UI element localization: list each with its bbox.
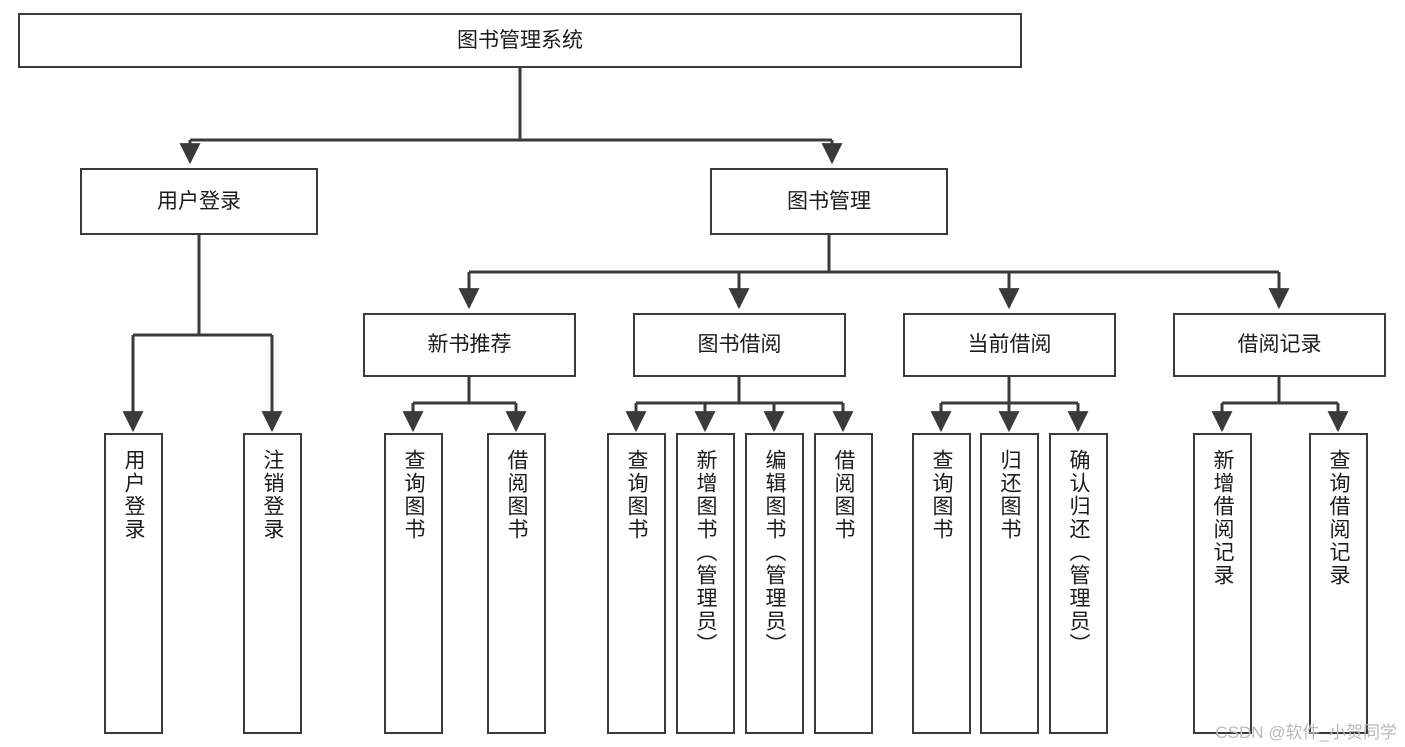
leaf-borrow-borrow-book[interactable]: 借阅图书 — [814, 433, 873, 734]
node-label: 新增图书（管理员） — [694, 449, 717, 656]
leaf-borrow-query-book[interactable]: 查询图书 — [607, 433, 666, 734]
leaf-recommend-query-book[interactable]: 查询图书 — [384, 433, 443, 734]
node-label: 图书借阅 — [697, 333, 782, 357]
node-label: 图书管理 — [787, 189, 871, 213]
node-label: 借阅图书 — [832, 449, 855, 541]
node-label: 查询图书 — [930, 449, 953, 541]
leaf-recommend-borrow-book[interactable]: 借阅图书 — [487, 433, 546, 734]
node-root-system[interactable]: 图书管理系统 — [18, 13, 1022, 68]
leaf-records-add-record[interactable]: 新增借阅记录 — [1193, 433, 1252, 734]
node-current-borrow[interactable]: 当前借阅 — [903, 313, 1116, 377]
leaf-current-query-book[interactable]: 查询图书 — [912, 433, 971, 734]
node-label: 新增借阅记录 — [1211, 449, 1234, 587]
node-label: 查询图书 — [402, 449, 425, 541]
node-book-management[interactable]: 图书管理 — [710, 168, 948, 235]
node-new-book-recommend[interactable]: 新书推荐 — [363, 313, 576, 377]
node-label: 当前借阅 — [967, 333, 1052, 357]
node-label: 注销登录 — [261, 449, 284, 541]
node-label: 借阅记录 — [1237, 333, 1322, 357]
node-label: 新书推荐 — [427, 333, 512, 357]
node-label: 确认归还（管理员） — [1067, 449, 1090, 656]
node-label: 归还图书 — [998, 449, 1021, 541]
csdn-watermark: CSDN @软件_小贺同学 — [1215, 723, 1397, 742]
node-label: 查询图书 — [625, 449, 648, 541]
node-label: 查询借阅记录 — [1327, 449, 1350, 587]
leaf-records-query-record[interactable]: 查询借阅记录 — [1309, 433, 1368, 734]
leaf-borrow-add-book[interactable]: 新增图书（管理员） — [676, 433, 735, 734]
node-label: 图书管理系统 — [457, 28, 583, 52]
node-borrow-records[interactable]: 借阅记录 — [1173, 313, 1386, 377]
node-label: 编辑图书（管理员） — [763, 449, 786, 656]
leaf-current-return-book[interactable]: 归还图书 — [980, 433, 1039, 734]
node-user-login[interactable]: 用户登录 — [80, 168, 318, 235]
node-label: 用户登录 — [157, 189, 241, 213]
leaf-borrow-edit-book[interactable]: 编辑图书（管理员） — [745, 433, 804, 734]
leaf-user-login-logout[interactable]: 注销登录 — [243, 433, 302, 734]
node-label: 借阅图书 — [505, 449, 528, 541]
node-label: 用户登录 — [122, 449, 145, 541]
leaf-user-login-login[interactable]: 用户登录 — [104, 433, 163, 734]
leaf-current-confirm-return[interactable]: 确认归还（管理员） — [1049, 433, 1108, 734]
node-book-borrow[interactable]: 图书借阅 — [633, 313, 846, 377]
